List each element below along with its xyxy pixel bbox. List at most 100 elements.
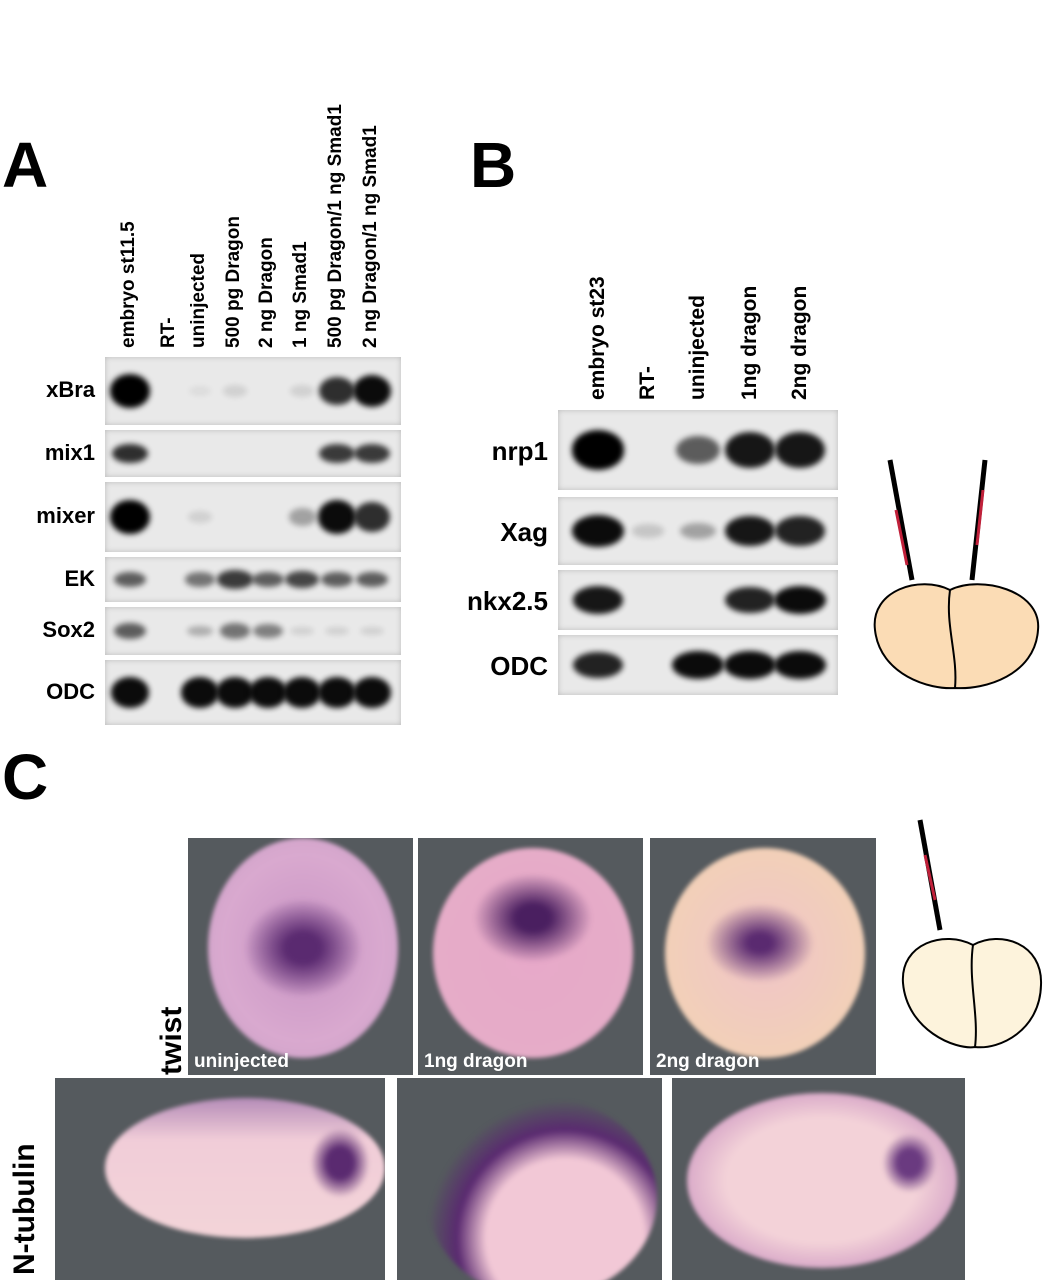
band bbox=[774, 650, 826, 680]
band bbox=[110, 374, 150, 408]
twist-uninjected-photo: uninjected bbox=[188, 838, 413, 1075]
lane-label: uninjected bbox=[188, 252, 209, 348]
gel-strip-sox2 bbox=[105, 607, 401, 655]
gene-label: mixer bbox=[36, 503, 95, 528]
gel-strip-odc bbox=[558, 635, 838, 695]
photo-label: uninjected bbox=[194, 1051, 290, 1072]
band bbox=[284, 570, 320, 589]
n-tubulin-2ng-dragon-photo bbox=[672, 1078, 965, 1280]
lane-label: 2ng dragon bbox=[788, 285, 811, 400]
band bbox=[573, 651, 623, 679]
band bbox=[775, 516, 825, 546]
band bbox=[186, 625, 214, 637]
lane-label: embryo st11.5 bbox=[118, 221, 139, 348]
band bbox=[774, 585, 826, 615]
band bbox=[217, 570, 253, 589]
band bbox=[352, 677, 392, 708]
lane-label: 2 ng Dragon bbox=[256, 237, 277, 348]
band bbox=[724, 431, 776, 469]
band bbox=[571, 430, 625, 470]
band bbox=[325, 626, 349, 636]
lane-label: 500 pg Dragon bbox=[223, 216, 244, 348]
band bbox=[215, 677, 255, 708]
band bbox=[188, 510, 212, 524]
band bbox=[572, 514, 624, 548]
band bbox=[180, 677, 220, 708]
photo-label: 2ng dragon bbox=[656, 1051, 760, 1072]
lane-label: uninjected bbox=[686, 294, 709, 400]
band bbox=[282, 677, 322, 708]
photo-label: 1ng dragon bbox=[424, 1051, 528, 1072]
band bbox=[354, 502, 390, 532]
gel-strip-nkx2.5 bbox=[558, 570, 838, 630]
band bbox=[724, 515, 776, 547]
lane-label: embryo st23 bbox=[586, 276, 609, 400]
band bbox=[110, 499, 150, 535]
band bbox=[290, 385, 314, 397]
needle-icon bbox=[917, 819, 943, 931]
gel-strip-mixer bbox=[105, 482, 401, 552]
lane-label: RT- bbox=[158, 317, 179, 348]
band bbox=[724, 650, 776, 680]
band bbox=[248, 677, 288, 708]
lane-label: 1 ng Smad1 bbox=[290, 241, 311, 348]
gene-label: EK bbox=[64, 565, 95, 591]
band bbox=[572, 586, 624, 614]
band bbox=[360, 626, 384, 636]
band bbox=[110, 677, 150, 708]
band bbox=[631, 524, 665, 538]
band bbox=[253, 623, 283, 639]
panel-c-letter: C bbox=[2, 741, 49, 813]
band bbox=[319, 376, 355, 406]
band bbox=[355, 571, 389, 588]
gel-strip-nrp1 bbox=[558, 410, 838, 490]
band bbox=[251, 571, 285, 588]
band bbox=[354, 444, 390, 463]
gel-strip-xbra bbox=[105, 357, 401, 425]
panel-a-letter: A bbox=[2, 129, 49, 201]
gel-strip-xag bbox=[558, 497, 838, 565]
band bbox=[317, 500, 357, 534]
gene-label: Xag bbox=[500, 517, 548, 547]
band bbox=[352, 374, 392, 408]
band bbox=[288, 508, 316, 526]
band bbox=[320, 571, 354, 588]
gene-label: xBra bbox=[46, 377, 95, 402]
lane-label: 500 pg Dragon/1 ng Smad1 bbox=[325, 104, 346, 348]
n-tubulin-1ng-dragon-photo bbox=[397, 1078, 662, 1280]
band bbox=[676, 436, 720, 464]
band bbox=[319, 444, 355, 463]
twist-1ng-dragon-photo: 1ng dragon bbox=[418, 838, 643, 1075]
band bbox=[223, 385, 247, 397]
gene-label: ODC bbox=[490, 651, 548, 681]
n-tubulin-uninjected-photo bbox=[55, 1078, 385, 1280]
band bbox=[680, 522, 716, 540]
band bbox=[113, 622, 147, 640]
needle-icon bbox=[887, 459, 915, 581]
lane-label: RT- bbox=[636, 366, 659, 400]
row-label-twist: twist bbox=[155, 1006, 188, 1075]
band bbox=[219, 623, 251, 639]
band bbox=[188, 385, 212, 397]
needle-icon bbox=[969, 459, 988, 581]
injected-embryo-cartoon-c bbox=[901, 819, 1043, 1049]
band bbox=[112, 443, 148, 464]
band bbox=[672, 650, 724, 680]
gene-label: Sox2 bbox=[42, 617, 95, 642]
gel-strip-ek bbox=[105, 557, 401, 602]
injected-embryo-cartoon-b bbox=[873, 459, 1040, 690]
gene-label: mix1 bbox=[44, 439, 95, 465]
gene-label: ODC bbox=[46, 678, 95, 704]
gel-strip-odc bbox=[105, 660, 401, 725]
panel-b-letter: B bbox=[470, 129, 517, 201]
band bbox=[725, 586, 775, 614]
gene-label: nkx2.5 bbox=[467, 586, 548, 616]
band bbox=[317, 677, 357, 708]
gel-strip-mix1 bbox=[105, 430, 401, 477]
band bbox=[290, 626, 314, 636]
band bbox=[774, 431, 826, 469]
twist-2ng-dragon-photo: 2ng dragon bbox=[650, 838, 876, 1075]
band bbox=[184, 572, 216, 587]
gene-label: nrp1 bbox=[491, 436, 548, 466]
band bbox=[113, 571, 147, 588]
